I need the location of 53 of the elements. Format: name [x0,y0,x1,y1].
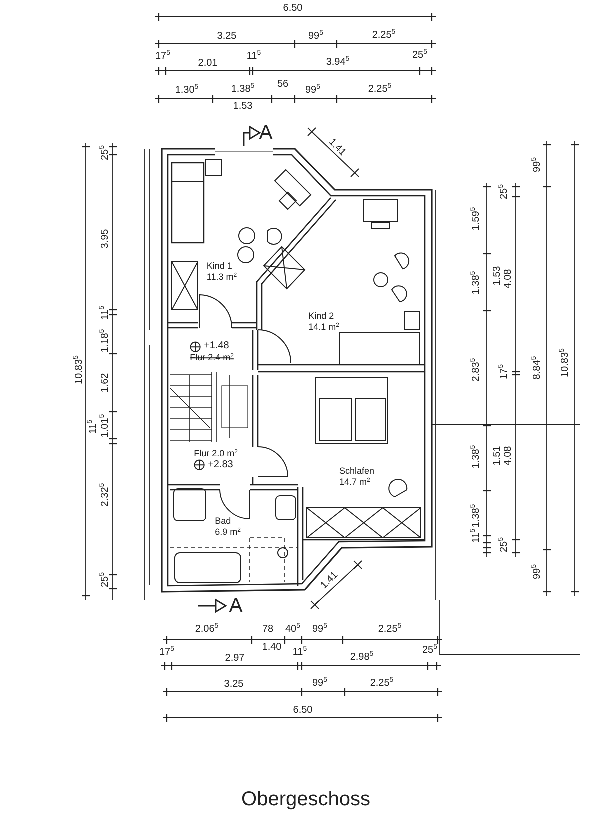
dimension-value: 1.53 [233,102,253,112]
dimension-value: 2.06$^{5}$ [195,625,219,635]
room-area: 6.9 m$^{2}$ [215,527,241,538]
dimension-value: 4.08 [504,269,514,289]
dimension-value: 1.53 [493,266,503,286]
room-name: Kind 1 [206,261,232,272]
dimension-value: 99$^{5}$ [312,625,328,635]
dimension-value: 1.40 [262,643,282,653]
room-name: Kind 2 [308,311,334,322]
dimension-value: 11$^{5}$ [292,648,308,658]
dimension-value: 17$^{5}$ [159,648,175,658]
level-value: +1.48 [204,340,230,353]
dimension-value: 25$^{5}$ [422,646,438,656]
dimension-value: 2.25$^{5}$ [372,31,396,41]
dimension-value: 1.38$^{5}$ [231,85,255,95]
dimension-value: 25$^{5}$ [412,51,428,61]
dimension-value: 99$^{5}$ [308,32,324,42]
dimension-value: 1.30$^{5}$ [175,86,199,96]
dimension-value: 3.25 [217,32,237,42]
dimension-value: 99$^{5}$ [305,86,321,96]
room-name: Schlafen [339,466,375,477]
dimension-value: 1.62 [101,373,111,393]
dimension-value: 2.97 [225,654,245,664]
room-area: Flur 2.4 m$^{2}$ [190,352,234,364]
level-value: +2.83 [208,459,234,472]
dimension-value: 99$^{5}$ [312,679,328,689]
dimension-value: 2.98$^{5}$ [350,653,374,663]
room-area: 14.1 m$^{2}$ [308,322,340,333]
section-letter: A [259,123,273,143]
dimension-value: 3.25 [224,680,244,690]
dimension-value: 40$^{5}$ [285,625,301,635]
dimension-value: 17$^{5}$ [155,52,171,62]
dimension-value: 2.01 [198,59,218,69]
dimension-value: 2.25$^{5}$ [368,85,392,95]
dimension-value: 6.50 [283,4,303,14]
dimension-value: 2.25$^{5}$ [378,625,402,635]
dimension-value: 56 [277,80,289,90]
section-letter: A [229,596,243,616]
dimension-value: 1.51 [493,446,503,466]
room-name: Bad [215,516,232,527]
dimension-value: 4.08 [504,446,514,466]
dimension-value: 78 [262,625,274,635]
dimension-value: 6.50 [293,706,313,716]
dimension-value: 1.41 [320,570,340,592]
dimension-value: 2.25$^{5}$ [370,679,394,689]
room-name: Flur 2.0 m$^{2}$ [194,448,238,460]
caption: Obergeschoss [242,788,370,812]
dimension-value: 1.41 [326,138,348,158]
dimension-value: 11$^{5}$ [246,52,262,62]
dimension-value: 3.95 [101,229,111,249]
room-area: 14.7 m$^{2}$ [339,477,370,488]
room-area: 11.3 m$^{2}$ [206,272,238,283]
dimension-value: 3.94$^{5}$ [326,58,350,68]
